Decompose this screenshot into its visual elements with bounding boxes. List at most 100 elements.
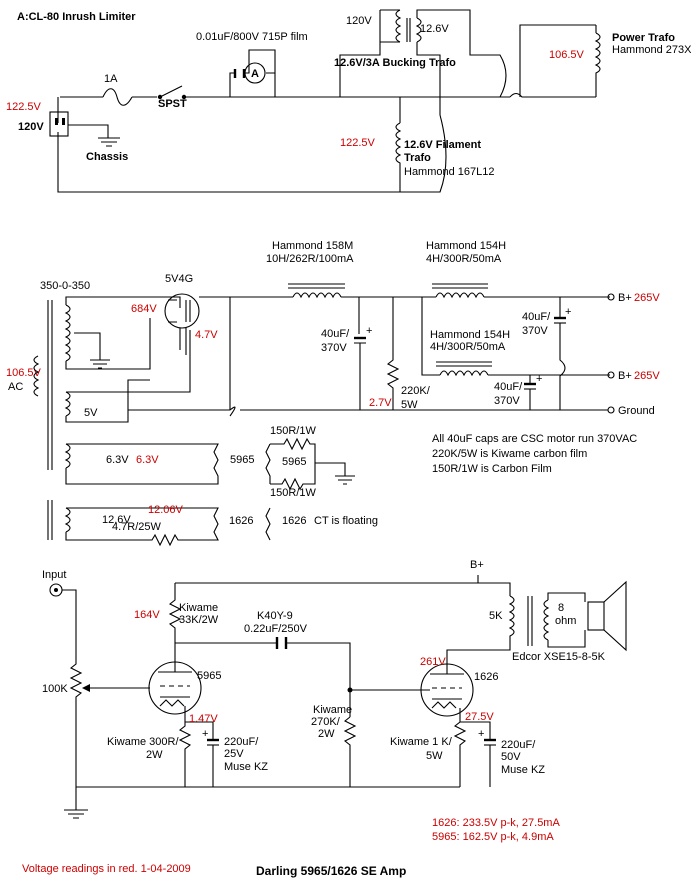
fil-trafo-model: Hammond 167L12 bbox=[404, 166, 495, 178]
ac-label: AC bbox=[8, 381, 23, 393]
plate-res-value: 33K/2W bbox=[179, 614, 219, 626]
choke3-model: Hammond 154H bbox=[430, 329, 510, 341]
fil63-reading: 6.3V bbox=[136, 454, 159, 466]
grid-res-power: 2W bbox=[318, 728, 335, 740]
cath2-cap2: 50V bbox=[501, 751, 521, 763]
grid-res-value: 270K/ bbox=[311, 716, 341, 728]
out-primary-label: 5K bbox=[489, 610, 503, 622]
bucking-title: 12.6V/3A Bucking Trafo bbox=[334, 57, 456, 69]
coupling-cap-icon bbox=[275, 637, 288, 649]
cath1-reading: 1.47V bbox=[189, 713, 218, 725]
power-supply-section: Hammond 158M 10H/262R/100mA Hammond 154H… bbox=[6, 240, 660, 547]
bplus2-label: B+ bbox=[618, 370, 632, 382]
choke2-icon bbox=[432, 283, 488, 299]
choke2-spec: 4H/300R/50mA bbox=[426, 253, 502, 265]
mains-reading: 122.5V bbox=[6, 101, 42, 113]
bleeder-value: 220K/ bbox=[401, 385, 431, 397]
fil5v-label: 5V bbox=[84, 407, 98, 419]
choke2-model: Hammond 154H bbox=[426, 240, 506, 252]
coupling-model: K40Y-9 bbox=[257, 610, 293, 622]
speaker-imp2: ohm bbox=[555, 615, 576, 627]
fil126-reading: 12.06V bbox=[148, 504, 184, 516]
choke1-model: Hammond 158M bbox=[272, 240, 353, 252]
plate-res-reading: 164V bbox=[134, 609, 160, 621]
bleeder-power: 5W bbox=[401, 399, 418, 411]
spst-switch-icon bbox=[157, 85, 187, 100]
op-point2: 5965: 162.5V p-k, 4.9mA bbox=[432, 831, 554, 843]
choke1-icon bbox=[288, 283, 345, 299]
cath1-cap2: 25V bbox=[224, 748, 244, 760]
cath2-cap3: Muse KZ bbox=[501, 764, 545, 776]
res150-bot: 150R/1W bbox=[270, 487, 316, 499]
note1: All 40uF caps are CSC motor run 370VAC bbox=[432, 433, 637, 445]
plate-resistor-icon bbox=[168, 583, 182, 663]
svg-text:+: + bbox=[366, 325, 372, 337]
output-trafo-primary-icon bbox=[446, 595, 515, 662]
cap1-value: 40uF/ bbox=[321, 328, 350, 340]
bplus1-label: B+ bbox=[618, 292, 632, 304]
bleeder-reading: 2.7V bbox=[369, 397, 392, 409]
bplus2-terminal-icon bbox=[607, 371, 615, 379]
rectifier-label: 5V4G bbox=[165, 273, 193, 285]
fil63-label: 6.3V bbox=[106, 454, 129, 466]
bucking-transformer: 120V 12.6V 12.6V/3A Bucking Trafo bbox=[334, 9, 507, 98]
svg-text:A: A bbox=[251, 68, 259, 80]
bplus2-reading: 265V bbox=[634, 370, 660, 382]
rect-plate-reading: 684V bbox=[131, 303, 157, 315]
fil-trafo-reading: 122.5V bbox=[340, 137, 376, 149]
svg-text:+: + bbox=[202, 728, 208, 740]
mains-label: 120V bbox=[18, 121, 44, 133]
fil-trafo-title1: 12.6V Filament bbox=[404, 139, 481, 151]
cath1-cap1: 220uF/ bbox=[224, 736, 259, 748]
cath1-res2: 2W bbox=[146, 749, 163, 761]
tube5965-fil-a: 5965 bbox=[230, 454, 254, 466]
choke3-icon bbox=[436, 361, 492, 377]
input-label: Input bbox=[42, 569, 66, 581]
out-trafo-model: Edcor XSE15-8-5K bbox=[512, 651, 606, 663]
ammeter-icon: A bbox=[244, 62, 266, 84]
output-tube-icon bbox=[420, 662, 474, 717]
rect-cathode-reading: 4.7V bbox=[195, 329, 218, 341]
bucking-secondary-label: 12.6V bbox=[420, 23, 449, 35]
out-plate-reading: 261V bbox=[420, 656, 446, 668]
fil-trafo-title2: Trafo bbox=[404, 152, 431, 164]
bleeder-resistor-icon bbox=[386, 297, 400, 410]
cath1-cap3: Muse KZ bbox=[224, 761, 268, 773]
power-trafo-primary-icon bbox=[519, 24, 601, 97]
pot-label: 100K bbox=[42, 683, 68, 695]
cap2-voltage: 370V bbox=[522, 325, 548, 337]
cap3-voltage: 370V bbox=[494, 395, 520, 407]
ac-reading: 106.5V bbox=[6, 367, 42, 379]
tube-driver-label: 5965 bbox=[197, 670, 221, 682]
ct-note: CT is floating bbox=[314, 515, 378, 527]
choke1-spec: 10H/262R/100mA bbox=[266, 253, 354, 265]
cath2-res2: 5W bbox=[426, 750, 443, 762]
speaker-imp1: 8 bbox=[558, 602, 564, 614]
cap3-value: 40uF/ bbox=[494, 381, 523, 393]
out-bplus-label: B+ bbox=[470, 559, 484, 571]
grid-res-brand: Kiwame bbox=[313, 704, 352, 716]
coupling-value: 0.22uF/250V bbox=[244, 623, 308, 635]
plate-res-brand: Kiwame bbox=[179, 602, 218, 614]
cath1-res1: Kiwame 300R/ bbox=[107, 736, 179, 748]
film-cap-label: 0.01uF/800V 715P film bbox=[196, 31, 308, 43]
switch-label: SPST bbox=[158, 98, 187, 110]
res150-top: 150R/1W bbox=[270, 425, 316, 437]
cap1-voltage: 370V bbox=[321, 342, 347, 354]
bplus1-terminal-icon bbox=[607, 293, 615, 301]
power-trafo-model: Hammond 273X bbox=[612, 44, 691, 56]
inrush-title: A:CL-80 Inrush Limiter bbox=[17, 11, 136, 23]
bplus1-reading: 265V bbox=[634, 292, 660, 304]
note2: 220K/5W is Kiwame carbon film bbox=[432, 448, 587, 460]
tube1626-fil-b: 1626 bbox=[282, 515, 306, 527]
bucking-primary-label: 120V bbox=[346, 15, 372, 27]
note3: 150R/1W is Carbon Film bbox=[432, 463, 552, 475]
fuse-icon bbox=[102, 88, 133, 106]
mains-plug-icon bbox=[49, 111, 69, 137]
tube-output-label: 1626 bbox=[474, 671, 498, 683]
driver-tube-icon bbox=[148, 661, 202, 715]
op-point1: 1626: 233.5V p-k, 27.5mA bbox=[432, 817, 560, 829]
ground-label: Ground bbox=[618, 405, 655, 417]
hv-winding-label: 350-0-350 bbox=[40, 280, 90, 292]
